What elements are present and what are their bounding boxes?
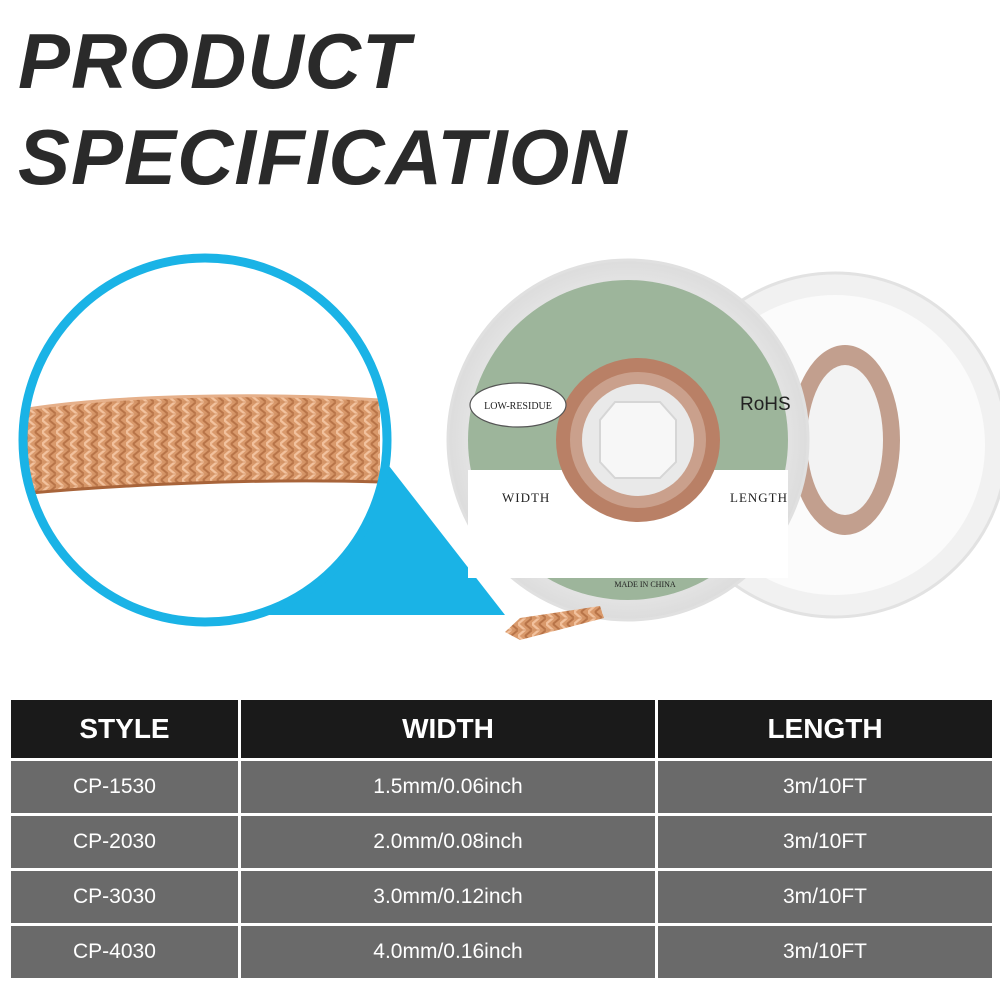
- header-length: LENGTH: [655, 697, 995, 761]
- table-row: CP-4030 4.0mm/0.16inch 3m/10FT: [8, 923, 995, 981]
- style-cell: CP-2030: [8, 813, 241, 871]
- spool-length-label: LENGTH: [730, 490, 788, 505]
- width-cell: 3.0mm/0.12inch: [238, 868, 658, 926]
- rohs-label: RoHS: [740, 394, 791, 415]
- low-residue-label: LOW-RESIDUE: [484, 401, 552, 412]
- spec-table: STYLE WIDTH LENGTH CP-1530 1.5mm/0.06inc…: [8, 697, 995, 981]
- braid-end: [505, 606, 604, 640]
- headline-specification: SPECIFICATION: [18, 113, 628, 201]
- length-cell: 3m/10FT: [655, 923, 995, 981]
- headline-product: PRODUCT: [18, 17, 411, 105]
- header-width: WIDTH: [238, 697, 658, 761]
- magnified-braid-circle: [18, 253, 392, 627]
- header-style: STYLE: [8, 697, 241, 761]
- table-row: CP-3030 3.0mm/0.12inch 3m/10FT: [8, 868, 995, 926]
- style-cell: CP-3030: [8, 868, 241, 926]
- table-row: CP-2030 2.0mm/0.08inch 3m/10FT: [8, 813, 995, 871]
- low-residue-badge: [469, 382, 567, 428]
- made-in-label: MADE IN CHINA: [614, 580, 676, 589]
- style-cell: CP-1530: [8, 758, 241, 816]
- width-cell: 2.0mm/0.08inch: [238, 813, 658, 871]
- spool-width-label: WIDTH: [502, 490, 550, 505]
- length-cell: 3m/10FT: [655, 758, 995, 816]
- table-header-row: STYLE WIDTH LENGTH: [8, 697, 995, 761]
- front-reel: LOW-RESIDUE RoHS WIDTH LENGTH MADE IN CH…: [446, 258, 810, 640]
- width-cell: 1.5mm/0.06inch: [238, 758, 658, 816]
- table-row: CP-1530 1.5mm/0.06inch 3m/10FT: [8, 758, 995, 816]
- length-cell: 3m/10FT: [655, 868, 995, 926]
- width-cell: 4.0mm/0.16inch: [238, 923, 658, 981]
- length-cell: 3m/10FT: [655, 813, 995, 871]
- style-cell: CP-4030: [8, 923, 241, 981]
- product-illustration: LOW-RESIDUE RoHS WIDTH LENGTH MADE IN CH…: [18, 253, 1000, 640]
